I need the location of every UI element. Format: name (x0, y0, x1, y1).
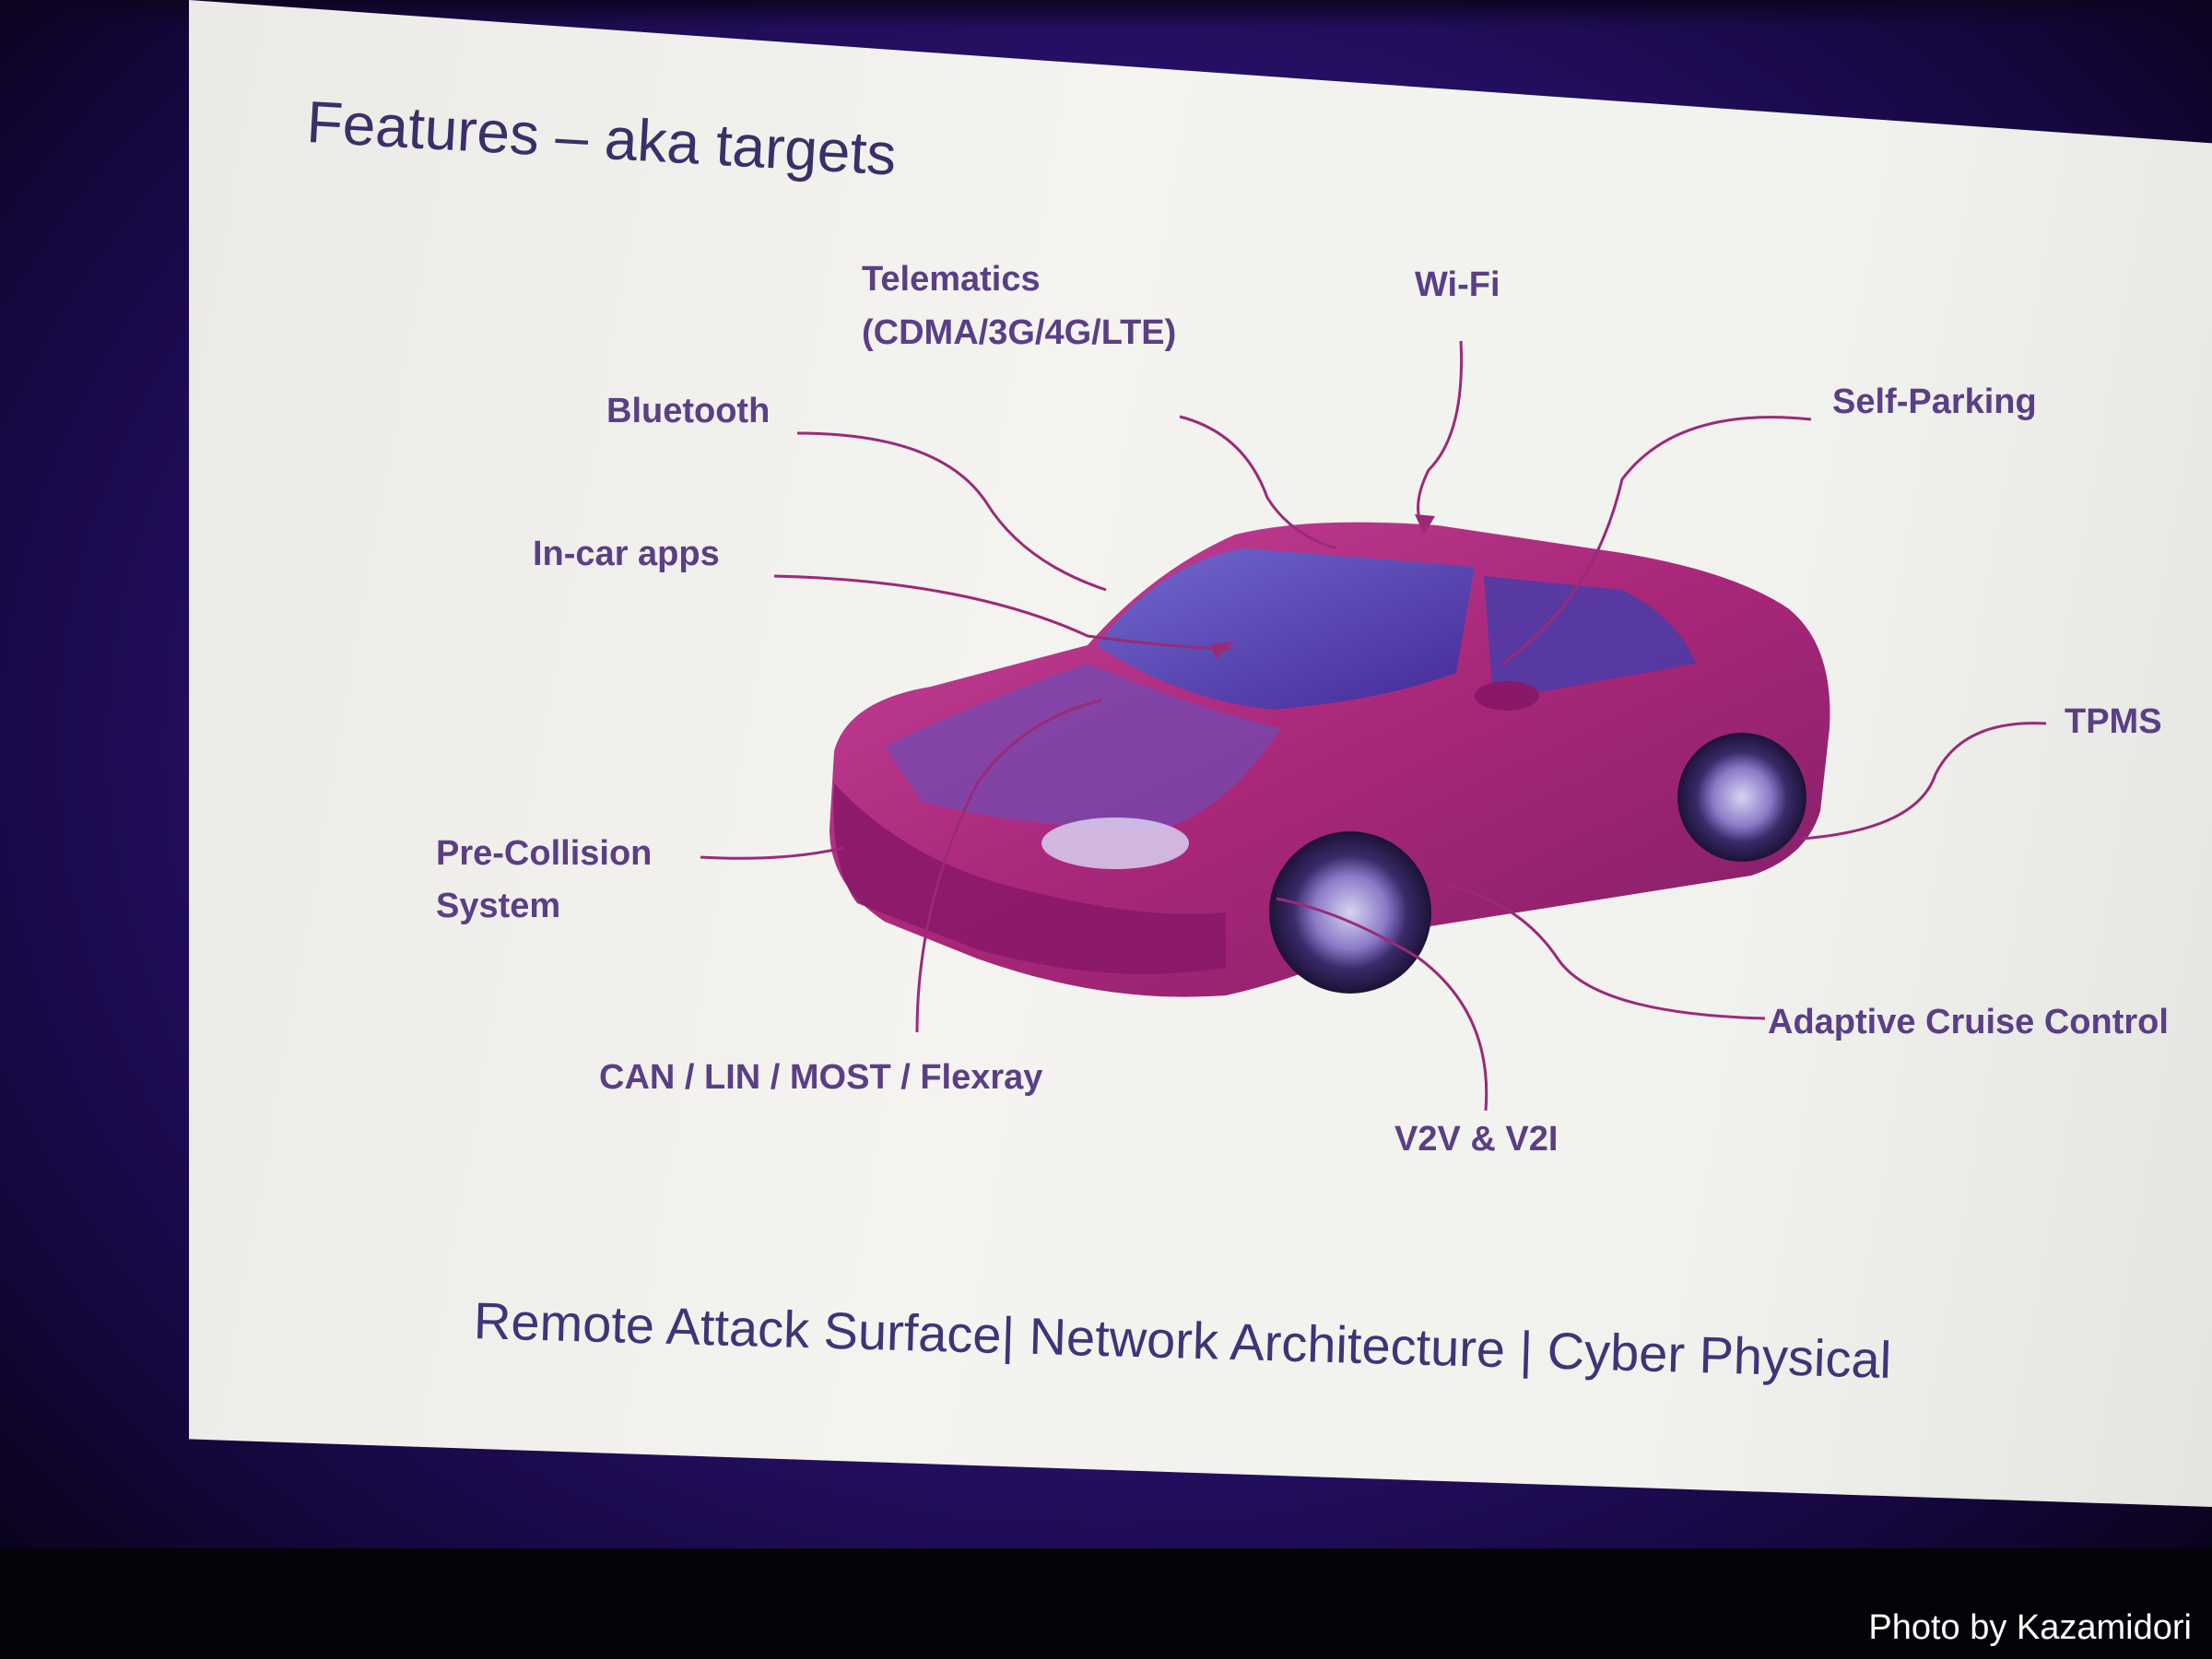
front-bumper (833, 783, 1226, 974)
label-adaptive-cruise-control: Adaptive Cruise Control (1768, 1003, 2169, 1041)
windshield (1097, 548, 1475, 710)
side-mirror (1475, 681, 1539, 711)
callout-in-car-apps (773, 574, 1231, 652)
label-tpms: TPMS (2065, 702, 2162, 741)
callout-lines (700, 340, 2047, 1112)
bottom-dark-band (0, 1548, 2212, 1659)
label-v2v-v2i: V2V & V2I (1394, 1120, 1559, 1159)
callout-wifi (1417, 340, 1464, 531)
label-bluetooth: Bluetooth (606, 392, 771, 430)
front-wheel (1269, 831, 1431, 994)
label-self-parking: Self-Parking (1832, 382, 2037, 421)
callout-telematics (1179, 415, 1337, 550)
callout-tpms (1801, 722, 2047, 841)
headlight (1041, 818, 1189, 869)
callout-bluetooth (796, 431, 1107, 592)
label-pre-collision: Pre-Collision (436, 834, 653, 873)
label-telematics: Telematics (862, 260, 1041, 299)
callout-v2v (1276, 897, 1488, 1112)
rear-wheel (1677, 733, 1806, 862)
side-window (1484, 576, 1696, 700)
label-telematics-protocols: (CDMA/3G/4G/LTE) (862, 313, 1177, 352)
label-in-car-apps: In-car apps (533, 535, 720, 573)
label-pre-collision-system: System (436, 887, 561, 925)
callout-can (915, 699, 1102, 1033)
callout-self-parking (1501, 416, 1812, 665)
callout-adaptive-cruise (1446, 883, 1766, 1020)
photo-credit: Photo by Kazamidori (1868, 1608, 2192, 1647)
label-can-lin-most-flexray: CAN / LIN / MOST / Flexray (599, 1058, 1043, 1097)
callout-arrowheads (1209, 514, 1435, 659)
engine-bay (885, 664, 1281, 830)
callout-pre-collision (700, 846, 844, 860)
label-wifi: Wi-Fi (1415, 265, 1500, 304)
